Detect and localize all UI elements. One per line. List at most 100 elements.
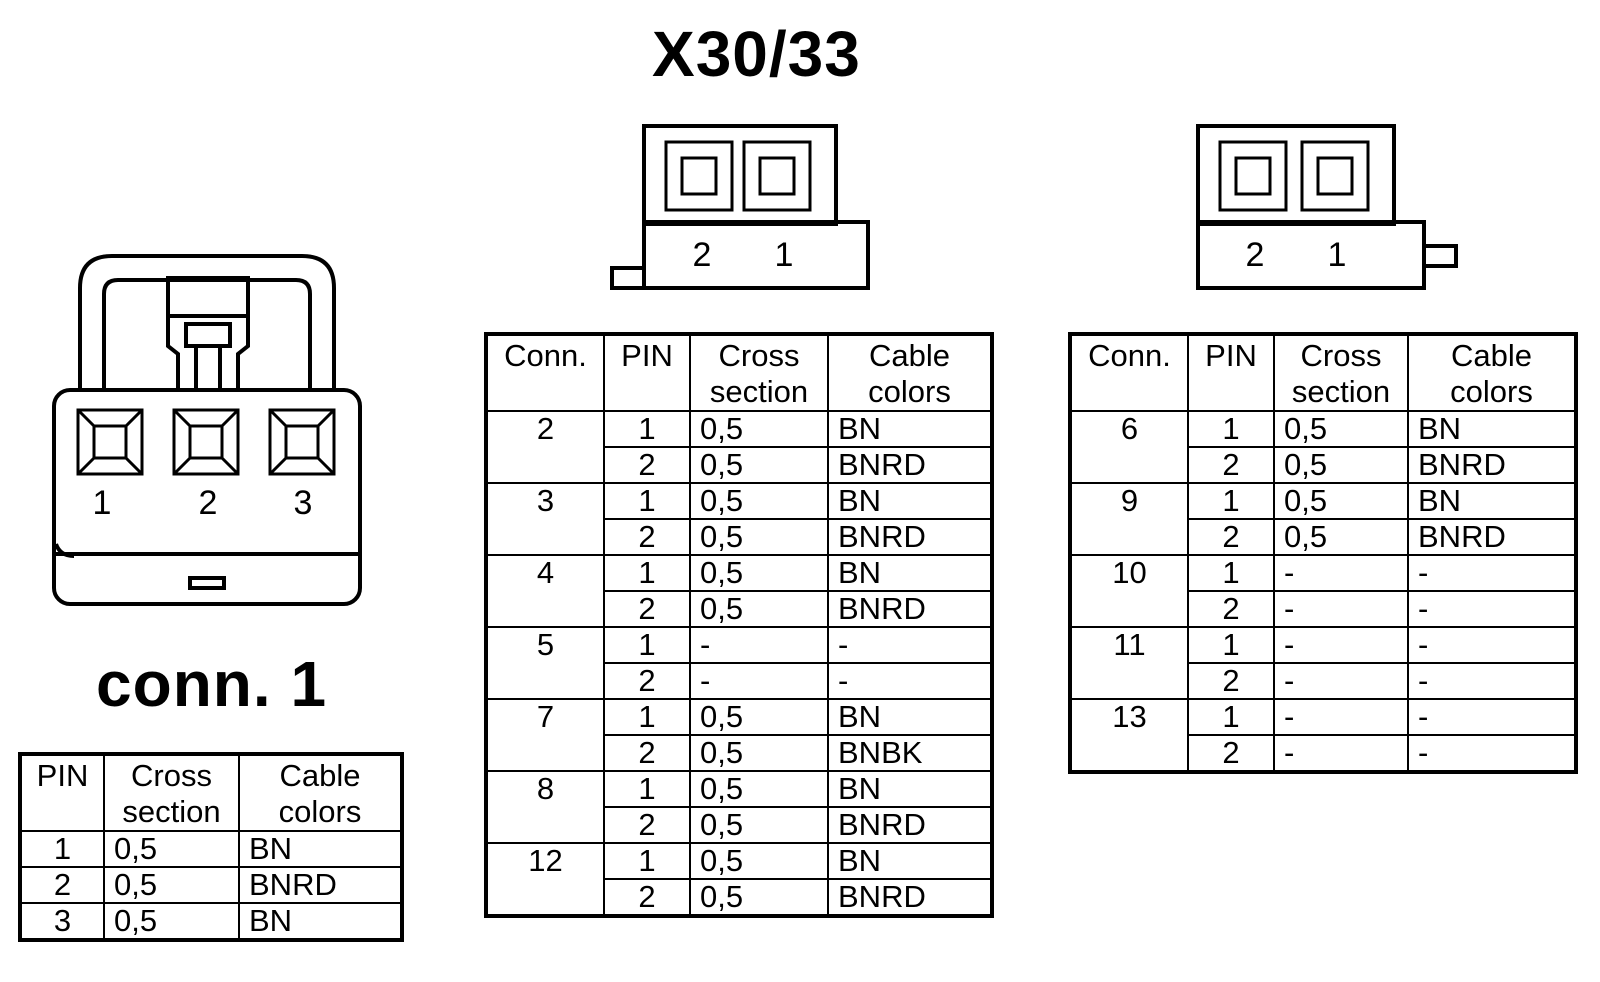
cell-cable-color: BN: [238, 830, 403, 868]
cell-cable-color: -: [1407, 662, 1577, 700]
cell-conn: 4: [485, 554, 605, 628]
cell-cable-color: -: [1407, 590, 1577, 628]
cell-cross-section: 0,5: [689, 770, 829, 808]
cell-cross-section: -: [1273, 554, 1409, 592]
cell-cable-color: BNRD: [238, 866, 403, 904]
cell-cross-section: 0,5: [689, 842, 829, 880]
table-row: 2 0,5 BNRD: [19, 866, 403, 904]
conn1-pin-label-3: 3: [294, 484, 313, 522]
cell-pin: 1: [603, 698, 691, 736]
cell-conn: 3: [485, 482, 605, 556]
cell-cross-section: 0,5: [103, 902, 240, 941]
cell-pin: 2: [603, 446, 691, 484]
cell-cable-color: BN: [238, 902, 403, 941]
cell-pin: 1: [1187, 698, 1275, 736]
cell-pin: 2: [1187, 518, 1275, 556]
cell-conn: 10: [1069, 554, 1189, 628]
cell-pin: 1: [603, 410, 691, 448]
cell-cross-section: -: [1273, 590, 1409, 628]
cell-cross-section: 0,5: [689, 482, 829, 520]
x30-left-pin-label-2: 2: [693, 236, 712, 274]
cell-cross-section: -: [689, 626, 829, 664]
cell-cross-section: 0,5: [1273, 446, 1409, 484]
cell-cable-color: BN: [827, 698, 993, 736]
cell-pin: 2: [603, 662, 691, 700]
header-pin: PIN: [603, 333, 691, 412]
cell-cross-section: 0,5: [1273, 482, 1409, 520]
cell-cable-color: -: [1407, 626, 1577, 664]
x30-left-pin-label-1: 1: [775, 236, 794, 274]
cell-cross-section: 0,5: [689, 878, 829, 917]
table-row: 1 0,5 BN: [19, 830, 403, 868]
cell-pin: 3: [19, 902, 105, 941]
cell-cable-color: -: [1407, 554, 1577, 592]
table-row: 2--: [1070, 734, 1577, 773]
cell-cable-color: BNBK: [827, 734, 993, 772]
conn1-pin-cavities: [76, 408, 336, 476]
cell-cable-color: BNRD: [827, 518, 993, 556]
cell-cross-section: -: [689, 662, 829, 700]
connector-1-drawing: 1 2 3: [52, 254, 362, 606]
cell-pin: 1: [603, 482, 691, 520]
table-row: 2--: [1070, 590, 1577, 628]
header-conn: Conn.: [1069, 333, 1189, 412]
cell-conn: 11: [1069, 626, 1189, 700]
header-pin: PIN: [1187, 333, 1275, 412]
cell-cross-section: 0,5: [689, 734, 829, 772]
cell-cable-color: BNRD: [1407, 518, 1577, 556]
cell-cross-section: 0,5: [103, 830, 240, 868]
cell-pin: 1: [1187, 410, 1275, 448]
cell-conn: 12: [485, 842, 605, 917]
cell-cable-color: BNRD: [827, 878, 993, 917]
table-row: 3 0,5 BN: [19, 902, 403, 941]
cell-cross-section: 0,5: [689, 590, 829, 628]
conn1-pin-label-2: 2: [199, 484, 218, 522]
cell-cross-section: 0,5: [689, 698, 829, 736]
cell-pin: 1: [603, 554, 691, 592]
cell-pin: 2: [603, 878, 691, 917]
cell-cross-section: 0,5: [689, 446, 829, 484]
cell-conn: 5: [485, 626, 605, 700]
conn1-title: conn. 1: [96, 648, 328, 720]
cell-cross-section: -: [1273, 734, 1409, 773]
cell-cross-section: 0,5: [689, 518, 829, 556]
cell-cross-section: 0,5: [689, 410, 829, 448]
conn1-pin-label-1: 1: [93, 484, 112, 522]
cell-pin: 2: [603, 518, 691, 556]
cell-cable-color: BN: [827, 842, 993, 880]
header-pin: PIN: [19, 753, 105, 832]
cell-pin: 2: [1187, 590, 1275, 628]
cell-conn: 2: [485, 410, 605, 484]
cell-conn: 13: [1069, 698, 1189, 773]
cell-pin: 2: [603, 734, 691, 772]
cell-cable-color: -: [1407, 734, 1577, 773]
cell-pin: 1: [603, 842, 691, 880]
